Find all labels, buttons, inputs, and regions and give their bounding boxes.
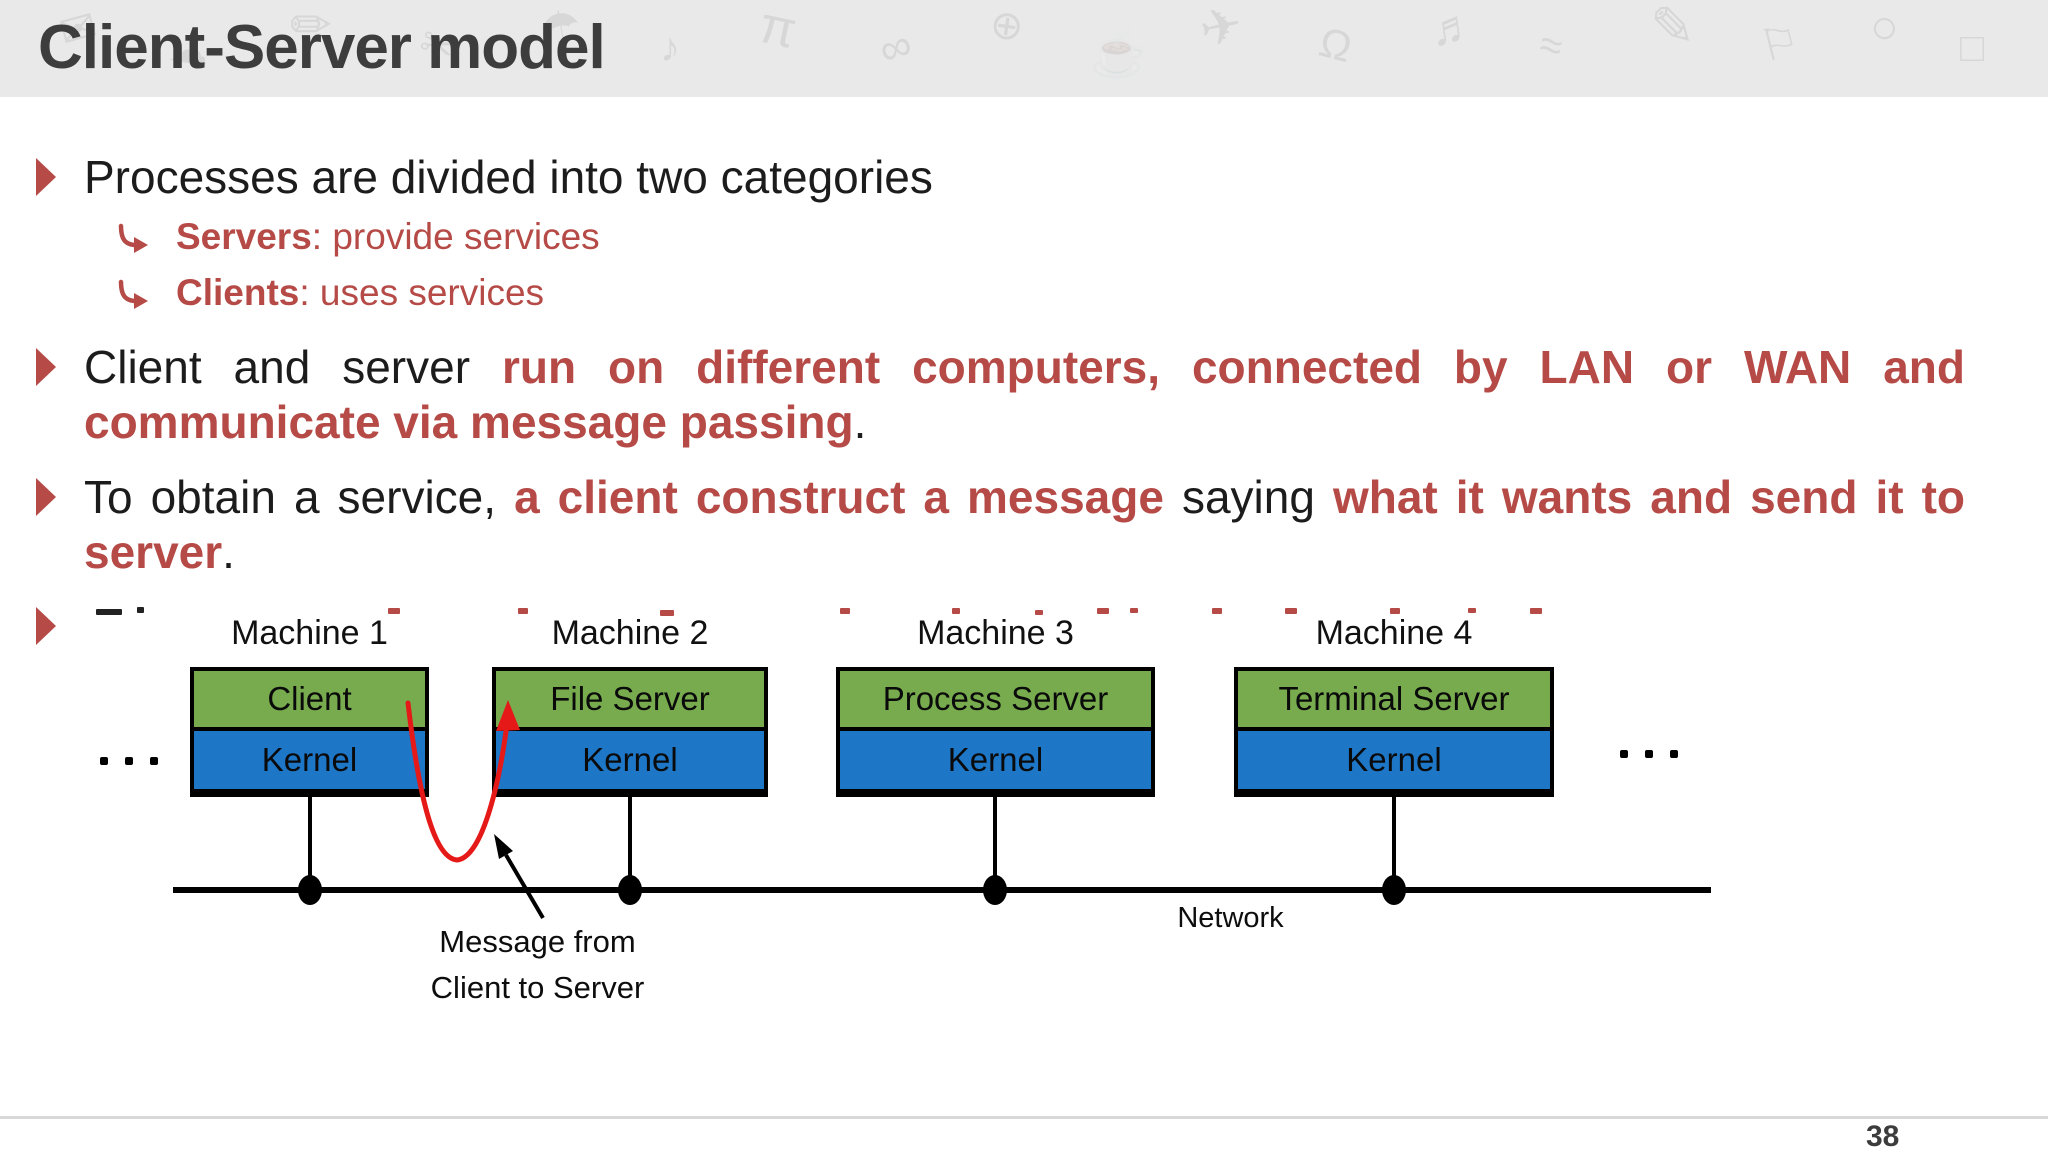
doodle-icon: ⚐	[1754, 14, 1805, 73]
doodle-icon: ✎	[1650, 0, 1696, 57]
page-title: Client-Server model	[38, 13, 606, 82]
bullet-2: Client and server run on different compu…	[84, 340, 1965, 450]
machine-3-box: Process Server Kernel	[836, 667, 1155, 797]
doodle-icon: □	[1960, 26, 1985, 70]
hidden-text-fragment	[1212, 608, 1222, 614]
text-segment: a client construct a message	[514, 471, 1182, 523]
doodle-icon: ☕	[1090, 27, 1148, 79]
callout-arrowhead-icon	[494, 834, 513, 859]
sub-bullet-term: Servers	[176, 216, 312, 257]
network-tap-dot	[298, 875, 322, 905]
hidden-text-fragment	[840, 608, 850, 614]
hidden-text-fragment	[1468, 608, 1476, 613]
machine-1-label: Machine 1	[231, 614, 388, 652]
right-ellipsis	[1620, 750, 1678, 758]
callout-arrow-line	[504, 853, 545, 920]
machine-4-box: Terminal Server Kernel	[1234, 667, 1554, 797]
doodle-icon: ○	[1865, 0, 1904, 57]
hidden-text-fragment	[137, 607, 144, 613]
machine-2-box: File Server Kernel	[492, 667, 768, 797]
hidden-text-fragment	[660, 610, 674, 616]
kernel-cell: Kernel	[194, 731, 425, 789]
hidden-text-fragment	[1390, 608, 1400, 614]
terminal-server-cell: Terminal Server	[1238, 671, 1550, 731]
text-segment: To obtain a service,	[84, 471, 515, 523]
doodle-icon: ≈	[1535, 22, 1567, 70]
header-band: ✉☁✏✂☂♪π∞⊕☕✈Ω♬≈✎⚐○□	[0, 0, 2048, 97]
doodle-icon: π	[754, 0, 802, 61]
bullet-triangle-icon	[36, 607, 56, 645]
hidden-text-fragment	[952, 608, 960, 614]
sub-bullet-rest: : provide services	[311, 216, 600, 257]
doodle-icon: ♬	[1426, 0, 1480, 56]
hidden-text-fragment	[518, 608, 528, 614]
hidden-text-fragment	[388, 608, 400, 614]
network-tap-dot	[983, 875, 1007, 905]
network-tap-dot	[618, 875, 642, 905]
bullet-triangle-icon	[36, 478, 56, 516]
text-segment: .	[853, 396, 867, 449]
text-segment: what it wants and send it to server	[84, 471, 1965, 579]
text-segment: saying	[1181, 471, 1333, 523]
doodle-icon: ∞	[873, 19, 919, 76]
hidden-text-fragment	[1130, 608, 1138, 613]
bullet-3: To obtain a service, a client construct …	[84, 470, 1965, 580]
hidden-text-fragment	[1285, 608, 1297, 614]
machine-1-box: Client Kernel	[190, 667, 429, 797]
doodle-icon: ✏	[290, 0, 332, 53]
hook-arrow-icon	[118, 223, 148, 253]
client-cell: Client	[194, 671, 425, 731]
sub-bullet-clients: Clients: uses services	[176, 272, 544, 314]
hook-arrow-icon	[118, 279, 148, 309]
bullet-triangle-icon	[36, 158, 56, 196]
sub-bullet-servers: Servers: provide services	[176, 216, 600, 258]
hidden-text-fragment	[1530, 608, 1542, 614]
doodle-icon: ♪	[660, 26, 680, 70]
text-segment: .	[222, 526, 235, 579]
kernel-cell: Kernel	[1238, 731, 1550, 789]
text-segment: Client and server	[84, 341, 502, 393]
network-tap-dot	[1382, 875, 1406, 905]
network-label: Network	[1177, 902, 1284, 934]
kernel-cell: Kernel	[840, 731, 1151, 789]
doodle-icon: ⊕	[987, 1, 1027, 51]
hidden-text-fragment	[1097, 608, 1109, 614]
message-caption-line1: Message from	[439, 924, 636, 959]
machine-4-label: Machine 4	[1315, 614, 1473, 652]
sub-bullet-term: Clients	[176, 272, 300, 313]
process-server-cell: Process Server	[840, 671, 1151, 731]
bullet-1: Processes are divided into two categorie…	[84, 151, 933, 203]
file-server-cell: File Server	[496, 671, 764, 731]
machine-3-label: Machine 3	[917, 614, 1074, 652]
text-segment: run on different computers, connected by…	[84, 341, 1965, 449]
message-caption-line2: Client to Server	[430, 970, 645, 1005]
doodle-icon: Ω	[1314, 17, 1358, 72]
hidden-text-fragment	[96, 609, 122, 615]
bullet-triangle-icon	[36, 348, 56, 386]
doodle-icon: ✈	[1194, 0, 1248, 59]
hidden-text-fragment	[1035, 610, 1043, 615]
machine-2-label: Machine 2	[551, 614, 709, 652]
left-ellipsis	[100, 757, 158, 765]
page-number: 38	[1866, 1120, 1900, 1152]
kernel-cell: Kernel	[496, 731, 764, 789]
footer-divider	[0, 1116, 2048, 1119]
sub-bullet-rest: : uses services	[299, 272, 545, 313]
